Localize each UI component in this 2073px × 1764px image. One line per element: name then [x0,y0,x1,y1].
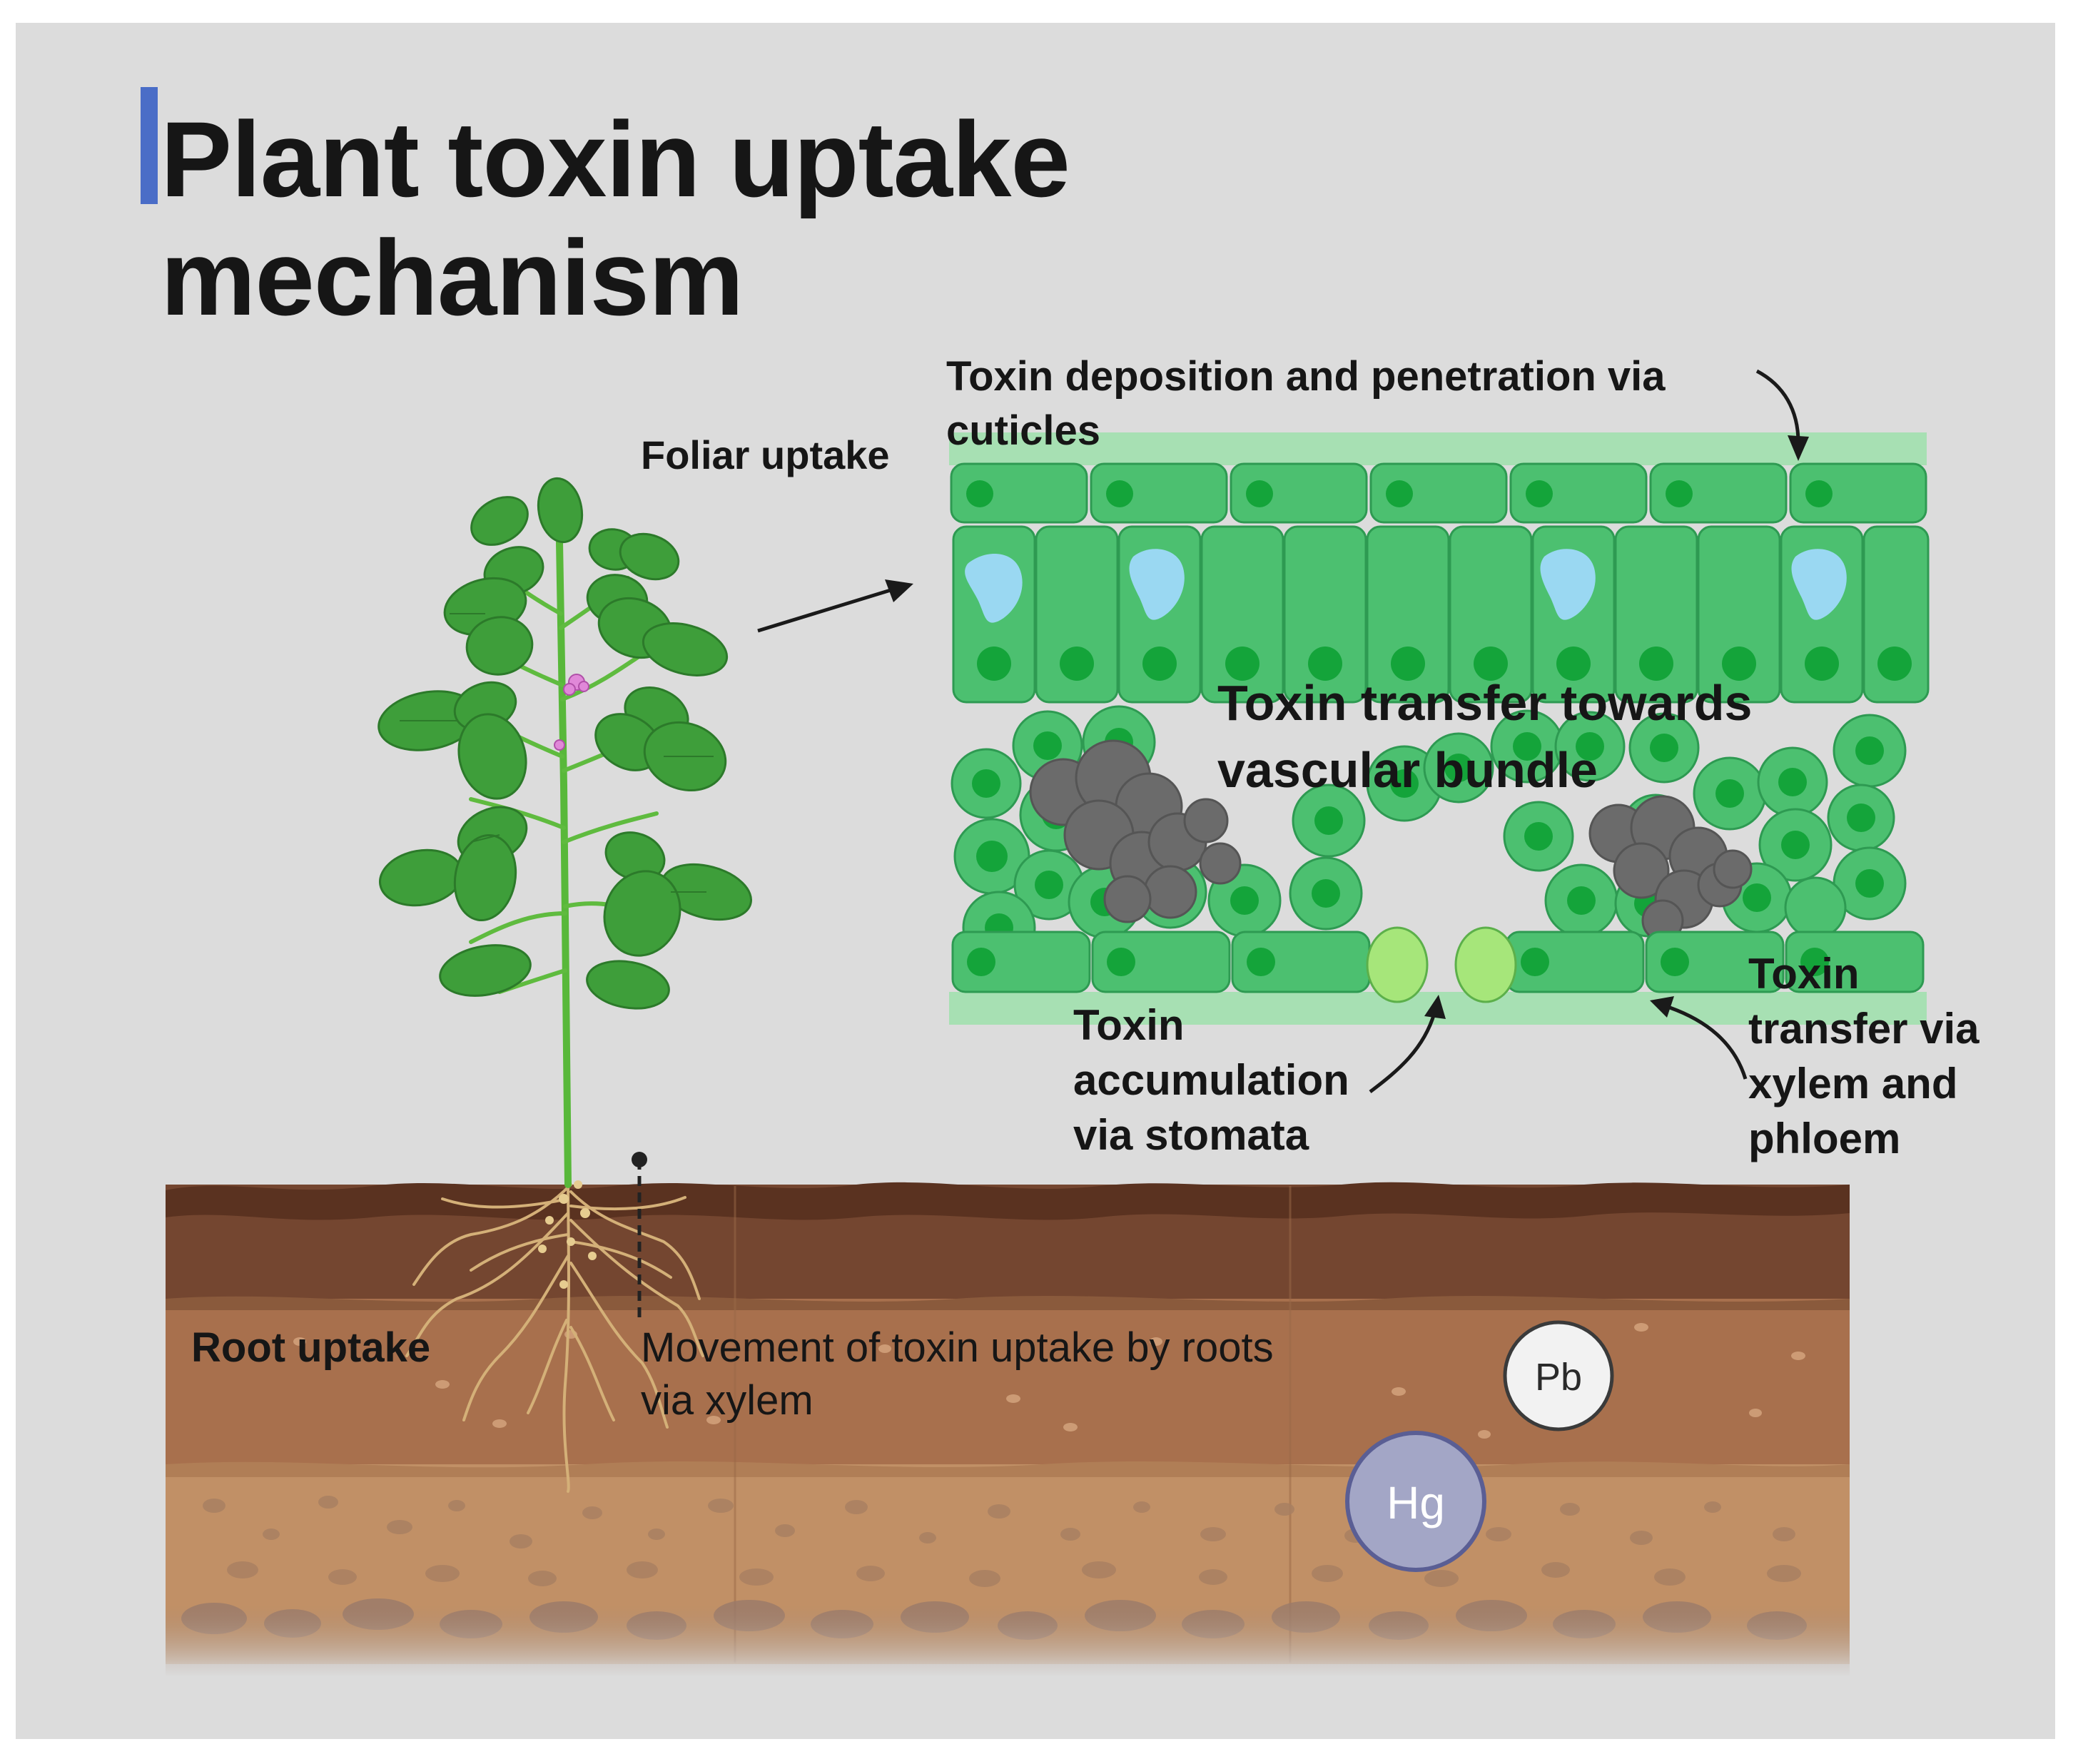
root-movement-label: Movement of toxin uptake by roots via xy… [641,1324,1274,1424]
upper-epidermis [950,462,1927,524]
xylem-phloem-arrow [1650,996,1748,1080]
stomata-label: Toxin accumulation via stomata [1073,1001,1349,1159]
cuticle-arrow [1755,369,1809,461]
xylem-phloem-label: Toxin transfer via xylem and phloem [1748,950,1980,1162]
toxin-cloud [1588,795,1753,942]
root-uptake-marker [632,1152,647,1324]
hg-element: Hg [1345,1431,1486,1572]
cuticle-label: Toxin deposition and penetration via cut… [946,353,1666,454]
lower-epidermis [951,931,1925,993]
palisade-cells [952,525,1930,704]
title-accent-bar [141,87,158,204]
foliar-uptake-label: Foliar uptake [641,432,890,477]
root-nodules [538,1180,597,1289]
root-uptake-label: Root uptake [191,1324,431,1371]
toxin-cloud [1029,739,1242,923]
soil [166,1182,1850,1677]
stomata-arrow [1369,995,1446,1093]
foliar-arrow [757,579,913,633]
pb-label: Pb [1535,1356,1582,1399]
leaf-cross-section [949,432,1930,1025]
hg-label: Hg [1387,1477,1445,1529]
page-title: Plant toxin uptake mechanism [161,99,1070,338]
plant-roots [405,1169,704,1493]
vascular-label: Toxin transfer towards vascular bundle [1217,675,1753,798]
plant-shoot [377,477,753,1188]
stomata-guard-cells [1366,926,1517,1003]
pb-element: Pb [1503,1320,1614,1431]
